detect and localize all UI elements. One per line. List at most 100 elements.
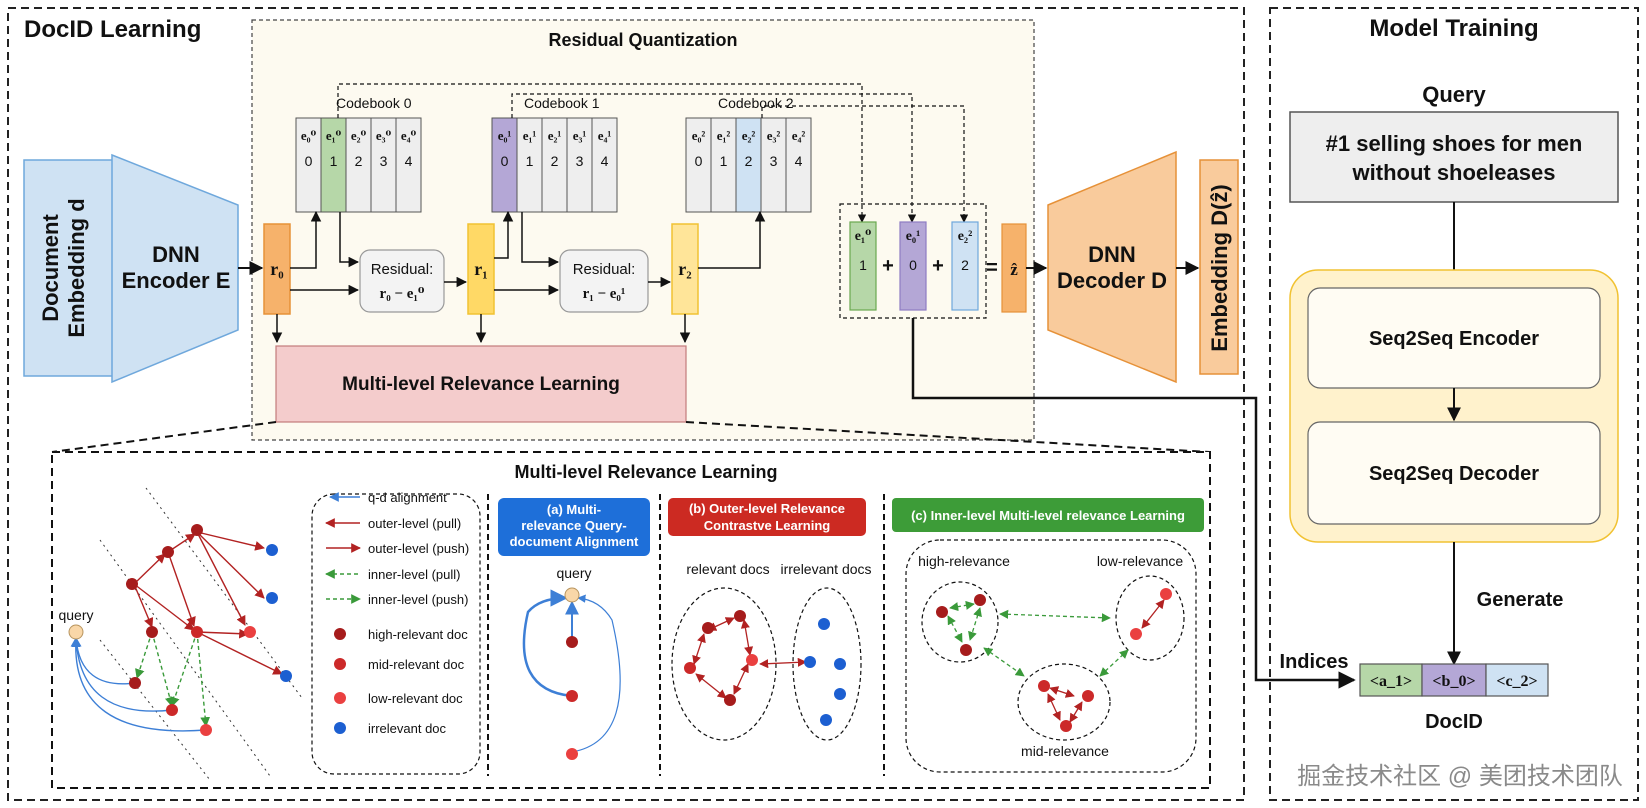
panel-c-frame <box>905 539 1197 773</box>
codebook-0-entry-4-symbol: e₄⁰ <box>401 128 417 143</box>
legend-frame <box>311 493 481 775</box>
legend-item-5: high-relevant doc <box>368 627 468 642</box>
codebook-0-entry-4 <box>395 117 422 213</box>
codebook-0-entry-0 <box>295 117 322 213</box>
embedding-output-label: Embedding D(ẑ) <box>1207 184 1232 351</box>
codebook-1-entry-4-index: 4 <box>601 153 609 169</box>
residual-box-1-title: Residual: <box>573 261 636 278</box>
mrl-illustration: query <box>58 487 303 781</box>
mrl-detail-title: Multi-level Relevance Learning <box>514 462 777 482</box>
codebook-0-entry-3-symbol: e₃⁰ <box>376 128 392 143</box>
codebook-2-entry-0-index: 0 <box>695 153 703 169</box>
codebook-2-entry-3-symbol: e₃² <box>767 128 781 143</box>
codebook-2-entry-4 <box>785 117 812 213</box>
codebook-2-entry-2-symbol: e₂² <box>742 128 756 143</box>
mrl-box <box>275 345 687 423</box>
plus-1: + <box>882 255 894 277</box>
sum-term-0-entry: e₁⁰ <box>855 229 872 244</box>
r1-label: r₁ <box>474 259 487 279</box>
codebook-1-entry-3 <box>566 117 593 213</box>
codebook-1-label: Codebook 1 <box>524 95 600 111</box>
codebook-0-entry-2-symbol: e₂⁰ <box>351 128 367 143</box>
panel-b-irrelevant-label: irrelevant docs <box>780 561 871 577</box>
codebook-0-entry-1-index: 1 <box>330 153 338 169</box>
legend-item-7: low-relevant doc <box>368 691 463 706</box>
generate-label: Generate <box>1477 589 1564 611</box>
codebook-1-entry-4 <box>591 117 618 213</box>
seq2seq-encoder-label: Seq2Seq Encoder <box>1369 328 1539 350</box>
indices-path <box>911 318 1356 689</box>
panel-a-illustration <box>522 587 621 760</box>
docid-token-0 <box>1359 663 1423 697</box>
document-embedding-box <box>23 159 117 377</box>
sum-term-1-entry: e₀¹ <box>906 229 921 244</box>
panel-b-title-2: Contrastve Learning <box>704 518 830 533</box>
codebook-1-entry-3-index: 3 <box>576 153 584 169</box>
legend-item-1: outer-level (pull) <box>368 516 461 531</box>
codebook-1-entry-0-symbol: e₀¹ <box>498 128 512 143</box>
codebook-2-entry-2-index: 2 <box>745 153 753 169</box>
codebook-1-entry-0 <box>491 117 518 213</box>
panel-c-illustration <box>921 575 1185 741</box>
residual-box-0 <box>359 249 445 313</box>
seq2seq-decoder-label: Seq2Seq Decoder <box>1369 463 1539 485</box>
codebook-2-entry-0-symbol: e₀² <box>692 128 706 143</box>
seq2seq-decoder-box <box>1307 421 1601 525</box>
residual-r1 <box>467 223 495 315</box>
codebook-0-entry-0-symbol: e₀⁰ <box>301 128 317 143</box>
sum-term-2-entry: e₂² <box>958 229 973 244</box>
document-embedding-label-1: Document <box>38 214 63 322</box>
legend-item-2: outer-level (push) <box>368 541 469 556</box>
codebook-1-entry-0-index: 0 <box>501 153 509 169</box>
mrl-box-label: Multi-level Relevance Learning <box>342 374 620 395</box>
codebook-1-entry-2-symbol: e₂¹ <box>548 128 562 143</box>
codebook-2-entry-3-index: 3 <box>770 153 778 169</box>
codebook-0-entry-3-index: 3 <box>380 153 388 169</box>
sum-term-2 <box>951 221 979 311</box>
codebook-1-entry-3-symbol: e₃¹ <box>573 128 587 143</box>
codebook-2-entry-0 <box>685 117 712 213</box>
codebook-1-entry-1-index: 1 <box>526 153 534 169</box>
plus-2: + <box>932 255 944 277</box>
query-text-2: without shoeleases <box>1352 160 1556 185</box>
panel-a-header <box>498 498 650 556</box>
model-training-title: Model Training <box>1369 15 1538 42</box>
decoder-label-1: DNN <box>1088 242 1136 267</box>
codebook-1-entry-1-symbol: e₁¹ <box>523 128 537 143</box>
query-box <box>1289 111 1619 203</box>
codebook-2-entry-4-index: 4 <box>795 153 803 169</box>
residual-r2 <box>671 223 699 315</box>
panel-a-query-label: query <box>556 565 591 581</box>
docid-label: DocID <box>1425 711 1483 733</box>
panel-c-header <box>892 498 1204 532</box>
docid-token-0-label: <a_1> <box>1370 673 1412 690</box>
zhat-vector <box>1001 223 1027 313</box>
model-training-frame <box>1269 7 1639 801</box>
sum-term-0 <box>849 221 877 311</box>
legend-item-8: irrelevant doc <box>368 721 447 736</box>
codebook-2-entry-3 <box>760 117 787 213</box>
panel-c-high-label: high-relevance <box>918 553 1010 569</box>
sum-term-1 <box>899 221 927 311</box>
docid-token-1-label: <b_0> <box>1432 673 1475 690</box>
sum-term-2-index: 2 <box>961 257 969 273</box>
residual-box-0-expr: r₀ − e₁⁰ <box>380 286 425 302</box>
codebook-2-entry-1 <box>710 117 737 213</box>
docid-token-1 <box>1421 663 1487 697</box>
residual-quantization-title: Residual Quantization <box>548 30 737 50</box>
illustration-query-label: query <box>58 607 93 623</box>
codebook-0-entry-0-index: 0 <box>305 153 313 169</box>
codebook-0-entry-1-symbol: e₁⁰ <box>326 128 342 143</box>
watermark: 掘金技术社区 @ 美团技术团队 <box>1297 763 1623 790</box>
docid-learning-title: DocID Learning <box>24 16 201 43</box>
residual-box-1-expr: r₁ − e₀¹ <box>583 286 626 302</box>
dnn-encoder <box>111 153 239 384</box>
codebook-0-entry-4-index: 4 <box>405 153 413 169</box>
encoder-label-2: Encoder E <box>122 268 231 293</box>
r2-label: r₂ <box>678 259 691 279</box>
residual-r0 <box>263 223 291 315</box>
panel-a-title-1: (a) Multi- <box>547 502 601 517</box>
legend-item-3: inner-level (pull) <box>368 567 460 582</box>
codebook-0-entry-1 <box>320 117 347 213</box>
